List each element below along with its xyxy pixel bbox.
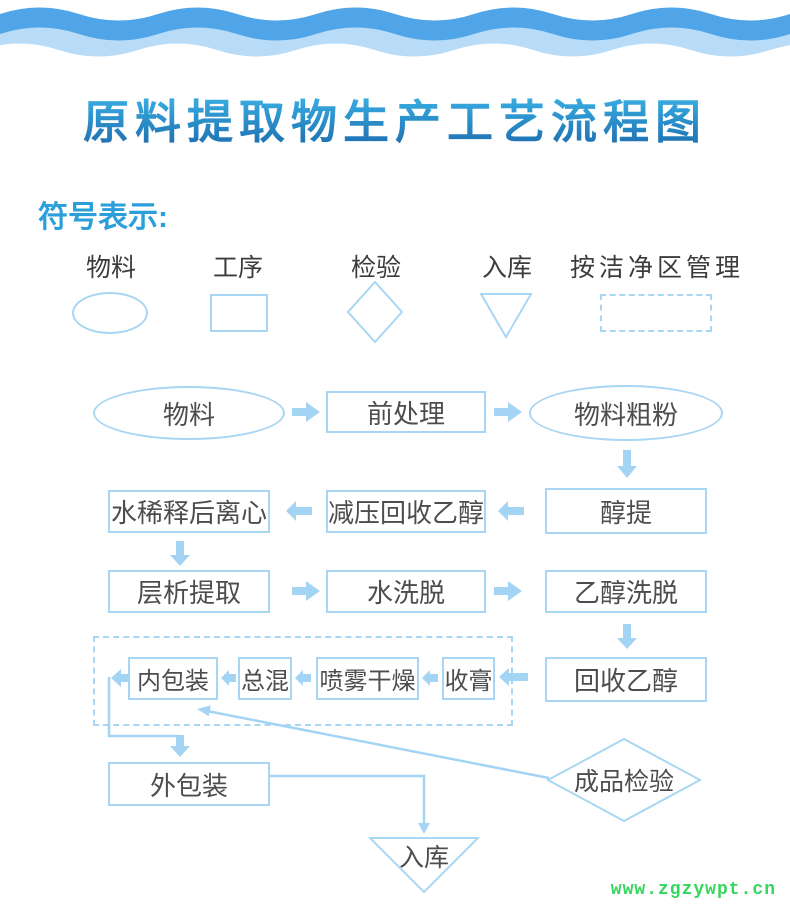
arrow-down-icon (170, 541, 190, 566)
node-coarse-powder: 物料粗粉 (529, 385, 723, 441)
arrowhead-to-warehouse-icon (418, 823, 430, 834)
legend-heading: 符号表示: (38, 201, 168, 234)
node-water-dilution-centrifuge: 水稀释后离心 (108, 490, 270, 533)
node-water-elution: 水洗脱 (326, 570, 486, 613)
legend-rectangle-icon (210, 294, 268, 332)
arrow-left-icon (286, 501, 312, 521)
wave-light-band (0, 21, 790, 57)
node-ethanol-recovery: 回收乙醇 (545, 657, 707, 702)
connector-outer-pack-to-warehouse (270, 774, 426, 825)
node-pretreatment: 前处理 (326, 391, 486, 433)
node-outer-packaging: 外包装 (108, 762, 270, 806)
node-alcohol-extraction: 醇提 (545, 488, 707, 534)
arrow-down-icon (170, 735, 190, 757)
arrow-right-icon (292, 581, 320, 601)
wave-banner (0, 7, 790, 57)
node-ethanol-elution: 乙醇洗脱 (545, 570, 707, 613)
legend-diamond-icon (346, 280, 404, 344)
node-warehousing: 入库 (398, 844, 449, 872)
legend-label-material: 物料 (86, 254, 137, 282)
node-spray-drying: 喷雾干燥 (316, 657, 419, 700)
legend-label-process: 工序 (213, 254, 264, 282)
arrow-right-icon (292, 402, 320, 422)
node-chromatography-extraction: 层析提取 (108, 570, 270, 613)
arrow-left-icon (498, 501, 524, 521)
node-vacuum-ethanol-recovery: 减压回收乙醇 (326, 490, 486, 533)
wave-dark-band (0, 7, 790, 41)
legend-triangle-icon (479, 293, 533, 339)
arrow-down-icon (617, 624, 637, 649)
legend-label-warehouse: 入库 (482, 254, 533, 282)
legend-ellipse-icon (72, 292, 148, 334)
arrow-right-icon (494, 581, 522, 601)
node-inner-packaging: 内包装 (128, 657, 218, 700)
legend-dashed-rectangle-icon (600, 294, 712, 332)
arrow-down-icon (617, 450, 637, 478)
node-material: 物料 (93, 386, 285, 440)
watermark: www.zgzywpt.cn (610, 880, 776, 900)
node-total-blending: 总混 (238, 657, 292, 700)
node-paste-collection: 收膏 (442, 657, 495, 700)
node-finished-inspection: 成品检验 (573, 768, 674, 796)
page-title: 原料提取物生产工艺流程图 (0, 86, 790, 152)
legend-label-inspection: 检验 (351, 254, 402, 282)
legend-label-cleanroom: 按洁净区管理 (570, 254, 745, 282)
arrow-right-icon (494, 402, 522, 422)
